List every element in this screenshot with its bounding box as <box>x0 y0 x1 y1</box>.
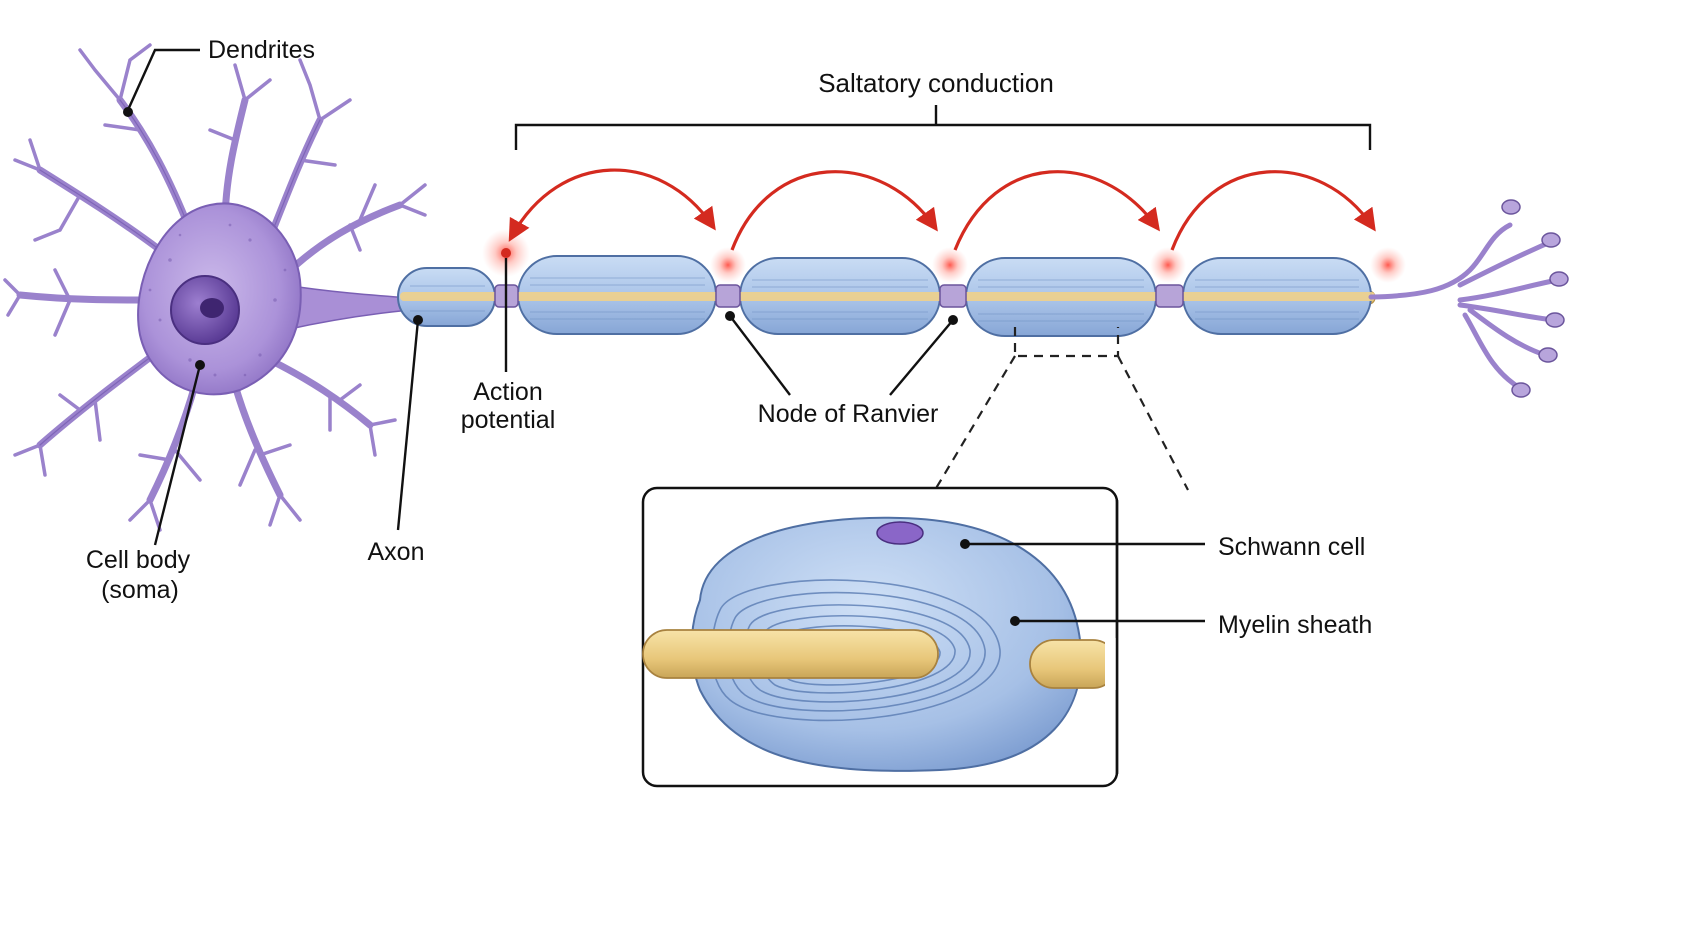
ap-glow <box>710 247 746 283</box>
zoom-callout <box>934 327 1189 491</box>
node-of-ranvier <box>715 284 741 308</box>
soma-speckles <box>148 223 287 377</box>
myelin-sheath-label: Myelin sheath <box>1218 611 1372 639</box>
action-potential-glows <box>482 229 1406 283</box>
axon-leader <box>396 319 420 531</box>
cell-body-label-2: (soma) <box>101 576 179 604</box>
inset-axon-clip <box>1105 638 1117 690</box>
synaptic-bouton <box>1538 347 1558 363</box>
action-potential-label-1: Action <box>473 378 542 406</box>
ap-glow <box>932 247 968 283</box>
axon-hillock <box>284 284 411 331</box>
myelin-sheath-dot <box>1010 616 1020 626</box>
cell-body-leader <box>153 364 202 546</box>
inset-axon-left <box>642 629 939 679</box>
inset-axon-right <box>1029 639 1118 689</box>
saltatory-arc <box>1170 170 1376 251</box>
node-dot-left <box>725 311 735 321</box>
synaptic-bouton <box>1501 199 1521 215</box>
synaptic-bouton <box>1545 312 1565 328</box>
schwann-cell-dot <box>960 539 970 549</box>
node-of-ranvier <box>1155 284 1184 308</box>
synaptic-bouton <box>1511 382 1531 398</box>
axon-dot <box>413 315 423 325</box>
synaptic-bouton <box>1541 232 1561 248</box>
node-of-ranvier <box>939 284 967 308</box>
saltatory-label: Saltatory conduction <box>818 68 1054 98</box>
saltatory-bracket <box>514 105 1372 150</box>
dendrites-dot <box>123 107 133 117</box>
ap-glow <box>1370 247 1406 283</box>
nodes-of-ranvier <box>494 284 1184 308</box>
axon-label: Axon <box>368 538 425 566</box>
axon-terminals <box>1368 199 1569 398</box>
cell-body-label-1: Cell body <box>86 546 191 574</box>
schwann-nucleus <box>876 521 924 545</box>
myelin-inset <box>641 486 1119 788</box>
saltatory-arc <box>953 170 1160 251</box>
saltatory-arc <box>508 168 716 242</box>
saltatory-arcs <box>508 168 1376 251</box>
dendrites <box>3 43 427 532</box>
ap-glow <box>1150 247 1186 283</box>
saltatory-arc <box>730 170 938 251</box>
dendrites-leader <box>126 48 200 111</box>
cell-body-dot <box>195 360 205 370</box>
synaptic-bouton <box>1549 271 1569 287</box>
node-of-ranvier-label: Node of Ranvier <box>758 400 939 428</box>
axon-core-visible <box>400 292 1375 301</box>
action-potential-label-2: potential <box>461 406 556 434</box>
ap-core <box>501 248 511 258</box>
node-of-ranvier-leader-right <box>889 319 954 396</box>
schwann-cell-label: Schwann cell <box>1218 533 1365 561</box>
node-of-ranvier-leader-left <box>729 315 791 396</box>
node-dot-right <box>948 315 958 325</box>
dendrites-label: Dendrites <box>208 36 315 64</box>
nucleolus <box>200 298 224 318</box>
